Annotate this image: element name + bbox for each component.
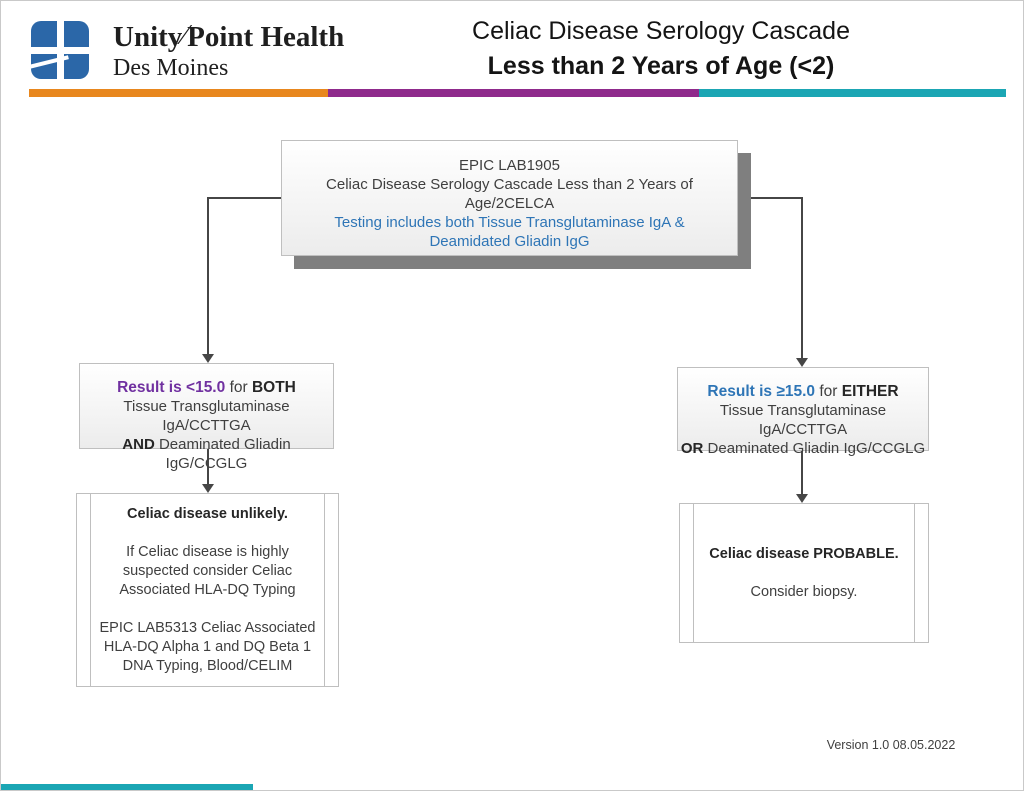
bar-segment-orange bbox=[29, 89, 328, 97]
title-line2: Less than 2 Years of Age (<2) bbox=[487, 52, 835, 80]
node-condition-negative: Result is <15.0 for BOTH Tissue Transglu… bbox=[79, 363, 334, 472]
outcome-paragraph-2: EPIC LAB5313 Celiac Associated HLA-DQ Al… bbox=[99, 619, 316, 674]
qualifier-either: EITHER bbox=[841, 383, 899, 400]
condition-line3: OR Deaminated Gliadin IgG/CCGLG bbox=[678, 439, 928, 458]
org-name: Unity⁄Point Health bbox=[113, 19, 345, 53]
logo-text-block: Unity⁄Point Health Des Moines bbox=[113, 19, 345, 83]
connector-left-vertical bbox=[207, 197, 209, 355]
root-line1: EPIC LAB1905 bbox=[459, 157, 560, 174]
qualifier-both: BOTH bbox=[251, 379, 296, 396]
logo-cross-horizontal bbox=[31, 47, 89, 54]
condition-line2: Tissue Transglutaminase IgA/CCTTGA bbox=[719, 402, 887, 438]
connector-right-horizontal bbox=[738, 197, 802, 199]
outcome-paragraph-1: If Celiac disease is highly suspected co… bbox=[119, 543, 296, 598]
for-text: for bbox=[229, 379, 248, 396]
result-value-positive: Result is ≥15.0 bbox=[707, 383, 816, 400]
org-slash-mark: ⁄ bbox=[182, 19, 188, 51]
connector-right-vertical bbox=[801, 197, 803, 358]
condition-line3-text: Deaminated Gliadin IgG/CCGLG bbox=[707, 440, 926, 457]
arrowhead-left-outcome bbox=[202, 484, 214, 493]
footer-teal-bar bbox=[1, 784, 253, 790]
root-testing-note: Testing includes both Tissue Transglutam… bbox=[334, 214, 685, 250]
arrowhead-right-outcome bbox=[796, 494, 808, 503]
org-region: Des Moines bbox=[113, 55, 229, 81]
arrowhead-left-condition bbox=[202, 354, 214, 363]
node-outcome-unlikely: Celiac disease unlikely. If Celiac disea… bbox=[76, 493, 339, 687]
connector-right-vertical-2 bbox=[801, 451, 803, 494]
conjunction-or: OR bbox=[680, 440, 704, 457]
conjunction-and: AND bbox=[122, 436, 155, 453]
condition-line1: Result is ≥15.0 for EITHER bbox=[678, 382, 928, 401]
condition-line3-text: Deaminated Gliadin IgG/CCGLG bbox=[158, 436, 291, 472]
connector-left-vertical-2 bbox=[207, 449, 209, 484]
arrowhead-right-condition bbox=[796, 358, 808, 367]
page-title: Celiac Disease Serology Cascade Less tha… bbox=[401, 14, 921, 84]
outcome-heading: Celiac disease PROBABLE. bbox=[709, 545, 899, 562]
for-text: for bbox=[819, 383, 838, 400]
unitypoint-logo-icon bbox=[29, 21, 89, 79]
condition-line1: Result is <15.0 for BOTH bbox=[80, 378, 333, 397]
root-line2: Celiac Disease Serology Cascade Less tha… bbox=[326, 176, 693, 212]
connector-left-horizontal bbox=[208, 197, 281, 199]
brand-color-bar bbox=[29, 89, 1006, 97]
org-name-part2: Point Health bbox=[187, 21, 345, 53]
node-outcome-probable: Celiac disease PROBABLE. Consider biopsy… bbox=[679, 503, 929, 643]
node-root-epic-order: EPIC LAB1905 Celiac Disease Serology Cas… bbox=[281, 140, 738, 256]
outcome-paragraph-1: Consider biopsy. bbox=[750, 583, 858, 600]
bar-segment-teal bbox=[699, 89, 1006, 97]
bar-segment-purple bbox=[328, 89, 699, 97]
result-value-negative: Result is <15.0 bbox=[117, 379, 226, 396]
condition-line3: AND Deaminated Gliadin IgG/CCGLG bbox=[80, 435, 333, 473]
node-condition-positive: Result is ≥15.0 for EITHER Tissue Transg… bbox=[677, 367, 929, 457]
condition-line2: Tissue Transglutaminase IgA/CCTTGA bbox=[123, 398, 290, 434]
outcome-heading: Celiac disease unlikely. bbox=[127, 505, 288, 522]
org-name-part1: Unity bbox=[113, 21, 183, 53]
version-label: Version 1.0 08.05.2022 bbox=[826, 738, 956, 752]
title-line1: Celiac Disease Serology Cascade bbox=[472, 17, 850, 45]
